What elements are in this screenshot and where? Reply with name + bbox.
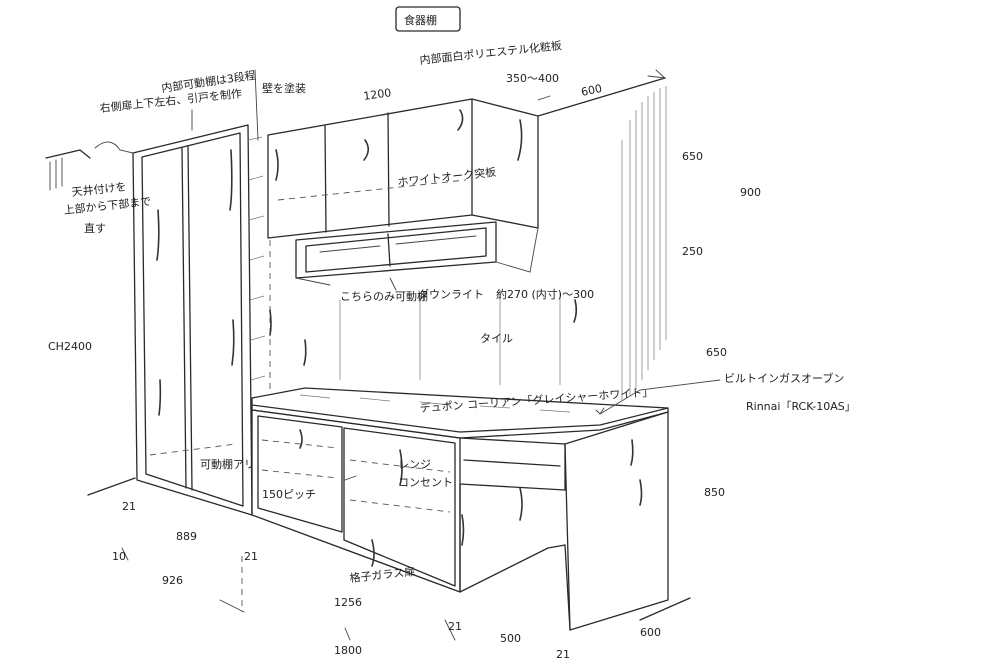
title-box: [395, 6, 461, 32]
dim-926: 926: [162, 574, 183, 587]
lower-cabinet: [251, 409, 669, 631]
dim-650-mid: 650: [706, 346, 727, 359]
dim-21-a: 21: [122, 500, 136, 513]
dim-650-top: 650: [682, 150, 703, 163]
note-top-depth: 350～400: [506, 72, 559, 85]
note-outlet: コンセント: [398, 476, 453, 489]
dim-10: 10: [112, 550, 126, 563]
note-shelf-150: 150ピッチ: [262, 488, 316, 501]
note-microwave: レンジ: [398, 458, 431, 471]
dim-1256: 1256: [334, 596, 362, 609]
dim-600-bottom: 600: [640, 626, 661, 639]
counter-top: [251, 387, 669, 439]
room-outline: [45, 69, 691, 621]
note-upper-panel: ホワイトオーク突板: [397, 165, 497, 189]
note-wall-finish: 壁を塗装: [262, 81, 306, 95]
note-tile: タイル: [480, 332, 513, 345]
dimension-lines: [121, 547, 456, 641]
tall-cabinet: [132, 124, 266, 516]
note-ceiling-3: 直す: [84, 221, 106, 235]
dim-889: 889: [176, 530, 197, 543]
note-downlight: ダウンライト: [418, 287, 484, 301]
note-under-height: 約270 (内寸)～300: [496, 287, 594, 301]
note-open-shelf: こちらのみ可動棚: [340, 289, 428, 303]
leader-lines: [94, 69, 721, 481]
dim-900: 900: [740, 186, 761, 199]
dim-500: 500: [500, 632, 521, 645]
note-inner: 可動棚アリ: [200, 457, 255, 471]
note-lower-panel: 格子ガラス扉: [349, 564, 416, 585]
note-counter: デュポン コーリアン「グレイシャーホワイト」: [419, 385, 653, 415]
note-ceiling-height: CH2400: [48, 340, 92, 353]
dim-depth-600: 600: [580, 82, 603, 99]
tile-wall: [269, 240, 578, 395]
note-ceiling-1: 天井付けを: [71, 179, 127, 199]
dim-21-b: 21: [244, 550, 258, 563]
note-top-material: 内部面白ポリエステル化粧板: [419, 38, 563, 67]
note-gas-oven: ビルトインガスオーブン: [724, 371, 844, 385]
upper-cabinet: [267, 98, 539, 286]
dim-250: 250: [682, 245, 703, 258]
dim-21-d: 21: [556, 648, 570, 661]
note-oven-model: Rinnai「RCK-10AS」: [746, 400, 856, 413]
dim-21-c: 21: [448, 620, 462, 633]
title-text: 食器棚: [404, 13, 437, 27]
dim-1800: 1800: [334, 644, 362, 657]
dim-850: 850: [704, 486, 725, 499]
dim-width-1200: 1200: [363, 86, 393, 103]
